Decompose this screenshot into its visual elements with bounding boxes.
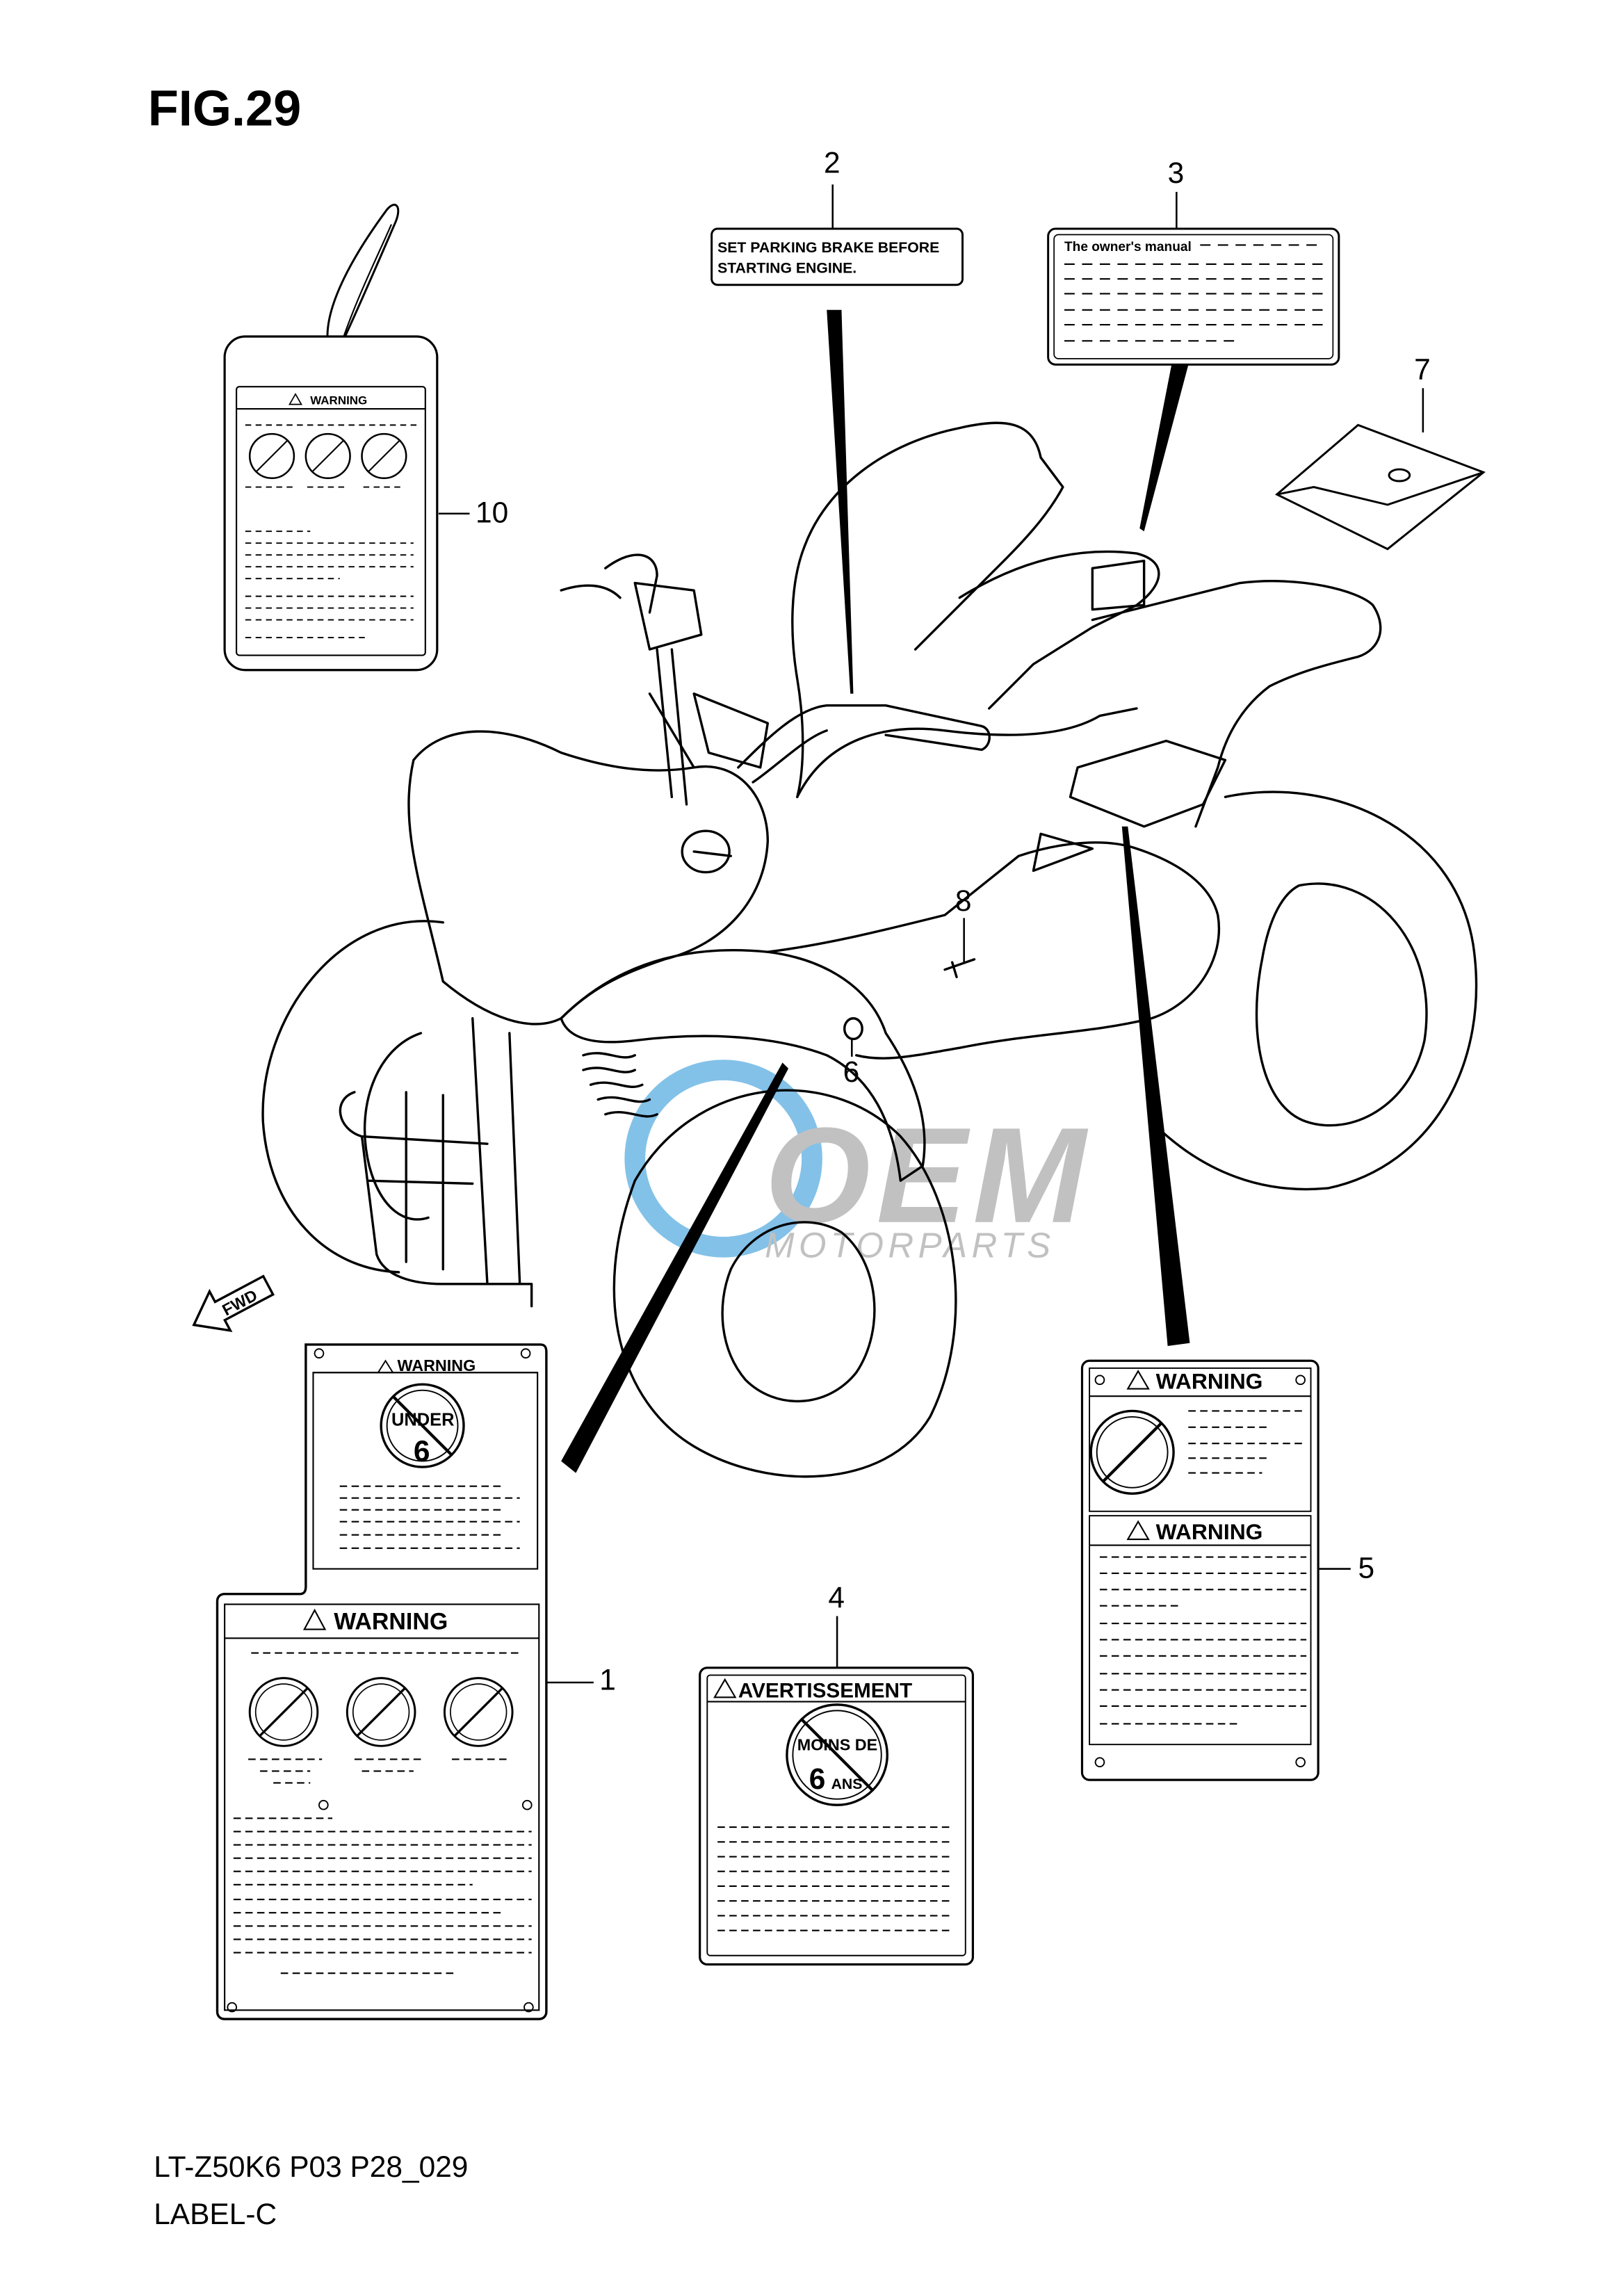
moins-de-six-icon [786, 1703, 888, 1806]
label-owners-manual: The owner's manual [1047, 227, 1340, 366]
leader-wedges [561, 309, 1193, 1473]
label5-upper-warning: WARNING [1156, 1369, 1263, 1394]
label-folded [1275, 423, 1486, 551]
figure-name: LABEL-C [154, 2198, 277, 2230]
label-avertissement: AVERTISSEMENT MOINS DE 6 ANS [699, 1666, 974, 1966]
no-child-rider-icon [1089, 1409, 1175, 1495]
callouts: 2 3 7 10 8 6 1 4 5 [438, 146, 1431, 1696]
no-passenger-icon [248, 1677, 319, 1747]
callout-5: 5 [1358, 1551, 1374, 1584]
figure-title: FIG.29 [148, 81, 302, 136]
label-warning-double: WARNING WARNING [1080, 1359, 1320, 1781]
moins-de-six-number: 6 [809, 1762, 826, 1795]
owners-manual-title: The owner's manual [1064, 240, 1192, 254]
watermark: OEM MOTORPARTS [624, 1060, 1091, 1265]
watermark-globe-icon [624, 1060, 822, 1258]
atv-drawing [261, 421, 1478, 1478]
parking-line-1: SET PARKING BRAKE BEFORE [717, 240, 939, 256]
callout-2: 2 [824, 146, 841, 179]
callout-10: 10 [476, 496, 508, 528]
under-text: UNDER [391, 1411, 455, 1430]
callout-4: 4 [828, 1581, 845, 1614]
ans-text: ANS [831, 1776, 863, 1792]
fwd-arrow-icon: FWD [192, 1274, 275, 1332]
callout-7: 8 [955, 884, 972, 917]
callout-6: 6 [843, 1055, 860, 1088]
no-child-icon [443, 1677, 514, 1747]
label-parking-brake: SET PARKING BRAKE BEFORE STARTING ENGINE… [710, 227, 964, 286]
callout-8: 7 [1414, 353, 1431, 386]
tag-warning-text: WARNING [310, 394, 367, 407]
callout-1: 1 [599, 1664, 616, 1696]
watermark-sub: MOTORPARTS [765, 1226, 1055, 1265]
figure-code: LT-Z50K6 P03 P28_029 [154, 2150, 468, 2183]
avertissement-text: AVERTISSEMENT [738, 1679, 912, 1702]
parking-line-2: STARTING ENGINE. [717, 261, 856, 277]
tag-no-child-icon [361, 432, 407, 480]
label1-upper-warning: WARNING [397, 1356, 476, 1374]
label5-lower-warning: WARNING [1156, 1519, 1263, 1544]
under-six-icon [380, 1383, 465, 1468]
label-warning-large: WARNING UNDER 6 WARNING [216, 1343, 548, 2020]
watermark-brand: OEM [765, 1100, 1091, 1251]
callout-3: 3 [1168, 156, 1185, 189]
moins-de-text: MOINS DE [797, 1736, 877, 1754]
tag-no-road-icon [304, 432, 351, 480]
label1-lower-warning: WARNING [334, 1609, 448, 1635]
label-hang-tag: WARNING [223, 204, 439, 672]
under-six-number: 6 [414, 1435, 430, 1468]
no-road-icon [346, 1677, 416, 1747]
tag-no-passenger-icon [248, 432, 295, 480]
